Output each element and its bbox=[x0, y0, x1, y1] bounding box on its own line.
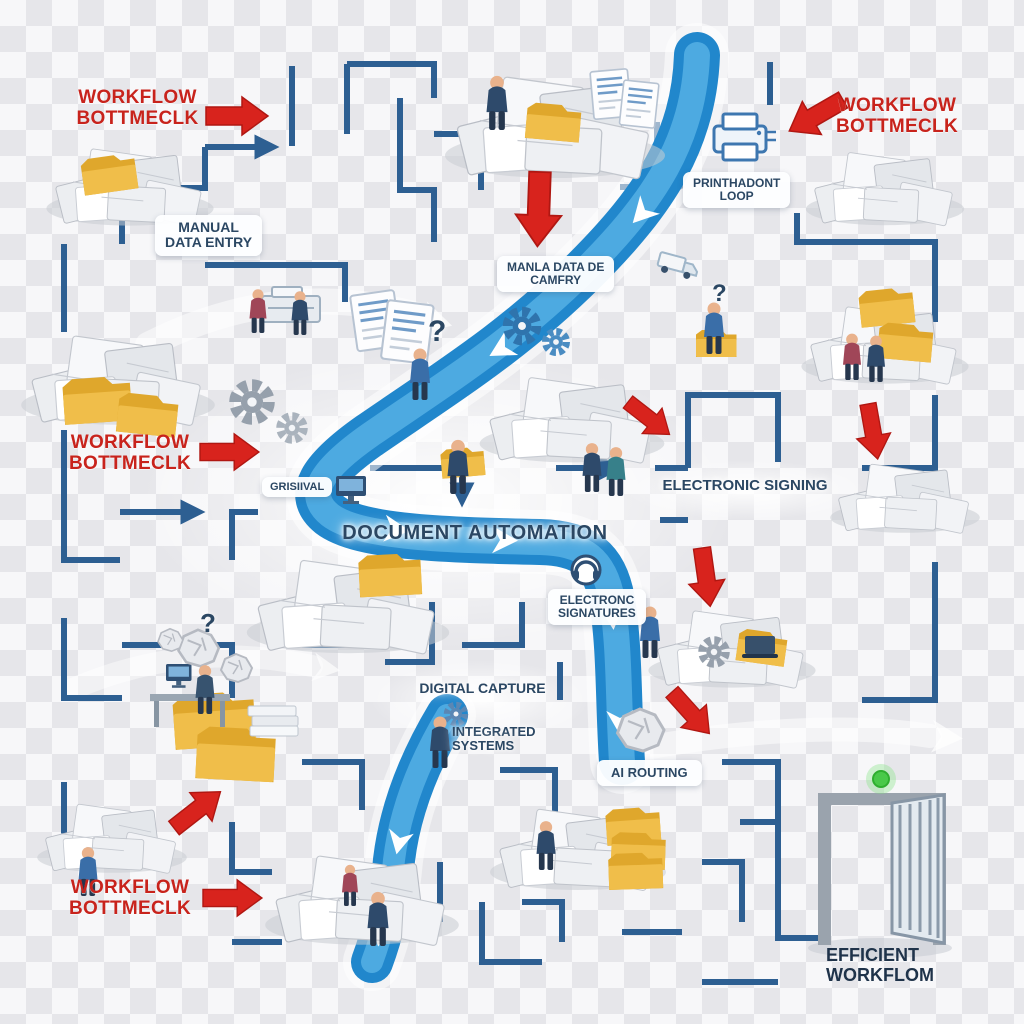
label-line: CAMFRY bbox=[530, 273, 582, 288]
document-page-icon bbox=[618, 78, 661, 130]
label-line: LOOP bbox=[719, 189, 754, 204]
label-line: WORKFLOW bbox=[70, 432, 190, 453]
red-arrow-icon bbox=[513, 170, 564, 249]
label-line: SIGNATURES bbox=[558, 606, 636, 621]
label-line: DATA ENTRY bbox=[165, 234, 253, 251]
red-arrow-icon bbox=[202, 879, 263, 917]
question-mark-icon: ? bbox=[200, 608, 216, 638]
door-frame-left bbox=[818, 793, 831, 945]
label-line: DOCUMENT AUTOMATION bbox=[342, 522, 608, 544]
label-line: WORKFLOW bbox=[70, 877, 190, 898]
label-document-automation: DOCUMENT AUTOMATION bbox=[330, 522, 620, 544]
paper-pile-icon bbox=[829, 463, 981, 535]
truck-icon bbox=[654, 250, 701, 283]
label-electronic-signatures: ELECTRONC SIGNATURES bbox=[548, 589, 646, 626]
label-workflow-bottleneck-top-right: WORKFLOW BOTTMECLK bbox=[822, 95, 972, 138]
label-manla-data-camfry: MANLA DATA DE CAMFRY bbox=[497, 256, 615, 293]
door-shadow bbox=[808, 938, 952, 958]
label-line: PRINTHADONT bbox=[693, 176, 781, 190]
monitor-icon bbox=[166, 664, 192, 688]
illustrations bbox=[20, 67, 981, 947]
headset-icon bbox=[570, 554, 602, 586]
exit-door bbox=[808, 764, 952, 958]
red-arrow-icon bbox=[850, 400, 896, 463]
label-electronic-signing: ELECTRONIC SIGNING bbox=[660, 477, 830, 495]
label-line: AI ROUTING bbox=[611, 765, 688, 780]
monitor-icon bbox=[336, 476, 366, 504]
green-light-icon bbox=[872, 770, 890, 788]
label-efficient-workflow: EFFICIENT WORKFLOM bbox=[826, 945, 966, 986]
door-leaf bbox=[890, 793, 946, 945]
label-ai-routing: AI ROUTING bbox=[597, 760, 702, 787]
label-grisival: GRISIIVAL bbox=[262, 477, 333, 498]
crumpled-paper-icon bbox=[157, 627, 184, 653]
label-line: WORKFLOM bbox=[826, 964, 934, 985]
printer-icon bbox=[712, 112, 776, 162]
label-line: WORKFLOW bbox=[78, 87, 197, 108]
label-line: INTEGRATED bbox=[452, 724, 536, 739]
signing-glow bbox=[625, 460, 865, 520]
label-workflow-bottleneck-mid-left: WORKFLOW BOTTMECLK bbox=[55, 432, 205, 475]
label-line: MANUAL bbox=[178, 219, 239, 235]
label-line: BOTTMECLK bbox=[69, 897, 191, 919]
maze-walls bbox=[61, 61, 938, 985]
label-integrated-systems: INTEGRATED SYSTEMS bbox=[452, 724, 536, 754]
label-manual-data-entry: MANUAL DATA ENTRY bbox=[155, 215, 263, 256]
label-line: SYSTEMS bbox=[452, 738, 515, 754]
red-arrow-icon bbox=[162, 776, 233, 843]
label-line: EFFICIENT bbox=[826, 945, 919, 965]
label-line: DIGITAL CAPTURE bbox=[419, 680, 546, 696]
laptop-icon bbox=[742, 636, 778, 658]
label-line: MANLA DATA DE bbox=[507, 260, 605, 274]
label-line: BOTTMECLK bbox=[76, 107, 199, 129]
crumpled-paper-icon bbox=[616, 707, 666, 753]
folder-icon bbox=[858, 286, 916, 328]
paper-pile-icon bbox=[36, 803, 188, 875]
label-line: BOTTMECLK bbox=[836, 115, 958, 137]
paper-pile-icon bbox=[264, 855, 460, 947]
label-workflow-bottleneck-bottom-left: WORKFLOW BOTTMECLK bbox=[55, 877, 205, 920]
label-line: ELECTRONIC SIGNING bbox=[662, 477, 828, 494]
question-mark-icon: ? bbox=[428, 315, 447, 348]
red-arrow-icon bbox=[205, 96, 269, 136]
label-line: GRISIIVAL bbox=[270, 481, 325, 493]
paper-pile-icon bbox=[647, 610, 817, 690]
label-line: WORKFLOW bbox=[837, 95, 957, 116]
label-line: BOTTMECLK bbox=[69, 452, 191, 474]
label-printhadont-loop: PRINTHADONT LOOP bbox=[683, 172, 791, 209]
office-desk bbox=[150, 664, 299, 737]
label-digital-capture: DIGITAL CAPTURE bbox=[415, 680, 550, 696]
label-line: ELECTRONC bbox=[559, 593, 635, 607]
question-mark-icon: ? bbox=[712, 280, 727, 307]
label-workflow-bottleneck-top-left: WORKFLOW BOTTMECLK bbox=[60, 87, 215, 130]
paper-pile-icon bbox=[805, 151, 965, 227]
